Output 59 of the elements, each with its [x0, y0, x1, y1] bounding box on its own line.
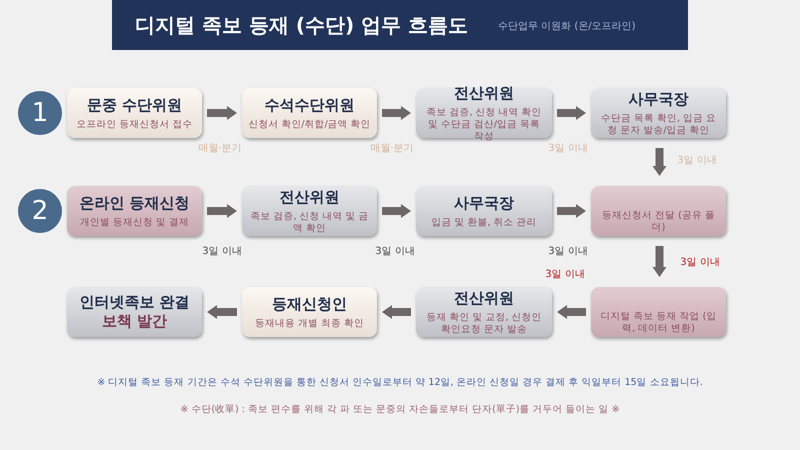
- box-description: 신청서 확인/취합/금액 확인: [247, 118, 372, 130]
- box-heading: 등재신청인: [272, 294, 347, 314]
- step-number-circle: 2: [18, 189, 62, 233]
- box-description: 등재신청서 전달 (공유 폴더): [601, 210, 716, 234]
- process-box: [591, 88, 726, 138]
- step-number-circle: 1: [18, 91, 62, 135]
- box-description: 수단금 목록 확인, 입금 요청 문자 발송/입금 확인: [600, 112, 718, 136]
- box-description: 개인별 등재신청 및 결제: [78, 216, 190, 228]
- footnote: ※ 수단(收單) : 족보 편수를 위해 각 파 또는 문중의 자손들로부터 단자(單子)를 거두어 들이는 일 ※: [180, 403, 620, 416]
- arrow: [382, 106, 411, 120]
- edge-label: 매월·분기: [198, 142, 242, 155]
- process-box: [416, 287, 552, 337]
- process-box: [591, 186, 726, 236]
- process-box: [416, 186, 552, 236]
- box-heading: 온라인 등재신청: [79, 194, 190, 212]
- box-description: 족보 검증, 신청 내역 확인 및 수단금 검산/입금 목록 작성: [425, 106, 543, 142]
- edge-label: 매월·분기: [370, 142, 414, 155]
- arrow: [652, 148, 666, 176]
- arrow: [557, 305, 586, 319]
- footnote: ※ 디지털 족보 등재 기간은 수석 수단위원을 통한 신청서 인수일로부터 약 12일, 온라인 신청일 경우 결제 후 익일부터 15일 소요됩니다.: [97, 376, 703, 389]
- arrow: [382, 204, 411, 218]
- title: 디지털 족보 등재 (수단) 업무 흐름도: [135, 12, 468, 39]
- box-heading: 전산위원: [454, 84, 514, 102]
- box-heading: 인터넷족보 완결: [79, 293, 190, 312]
- box-subheading: 보책 발간: [102, 312, 168, 331]
- process-box: [67, 287, 202, 337]
- box-heading: 수석수단위원: [264, 96, 354, 114]
- arrow: [207, 204, 237, 218]
- box-description: 입금 및 환불, 취소 관리: [430, 216, 538, 228]
- box-description: 족보 검증, 신청 내역 및 금액 확인: [249, 210, 370, 234]
- box-heading: 전산위원: [280, 188, 340, 206]
- arrow: [557, 106, 586, 120]
- process-box: [67, 88, 202, 138]
- edge-label: 3일 이내: [548, 245, 588, 258]
- process-box: [67, 186, 202, 236]
- edge-label: 3일 이내: [545, 268, 585, 281]
- edge-label: 3일 이내: [680, 256, 720, 269]
- box-heading: 사무국장: [628, 90, 688, 108]
- process-box: [242, 186, 377, 236]
- box-description: 등재내용 개별 최종 확인: [254, 318, 366, 330]
- edge-label: 3일 이내: [677, 154, 717, 167]
- box-heading: 전산위원: [454, 288, 514, 308]
- edge-label: 3일 이내: [202, 245, 242, 258]
- process-box: [242, 88, 377, 138]
- arrow: [652, 246, 666, 277]
- box-heading: 사무국장: [454, 194, 514, 212]
- box-description: 등재 확인 및 교정, 신청인 확인요청 문자 발송: [425, 312, 543, 336]
- edge-label: 3일 이내: [548, 142, 588, 155]
- arrow: [382, 305, 411, 319]
- box-description: 오프라인 등재신청서 접수: [75, 118, 194, 130]
- box-heading: 문중 수단위원: [86, 96, 182, 114]
- box-description: 디지털 족보 등재 작업 (입력, 데이터 변환): [600, 311, 718, 335]
- subtitle: 수단업무 이원화 (온/오프라인): [498, 20, 636, 33]
- edge-label: 3일 이내: [375, 245, 415, 258]
- arrow: [557, 204, 586, 218]
- arrow: [207, 106, 237, 120]
- process-box: [591, 287, 726, 337]
- process-box: [242, 287, 377, 337]
- arrow: [207, 305, 237, 319]
